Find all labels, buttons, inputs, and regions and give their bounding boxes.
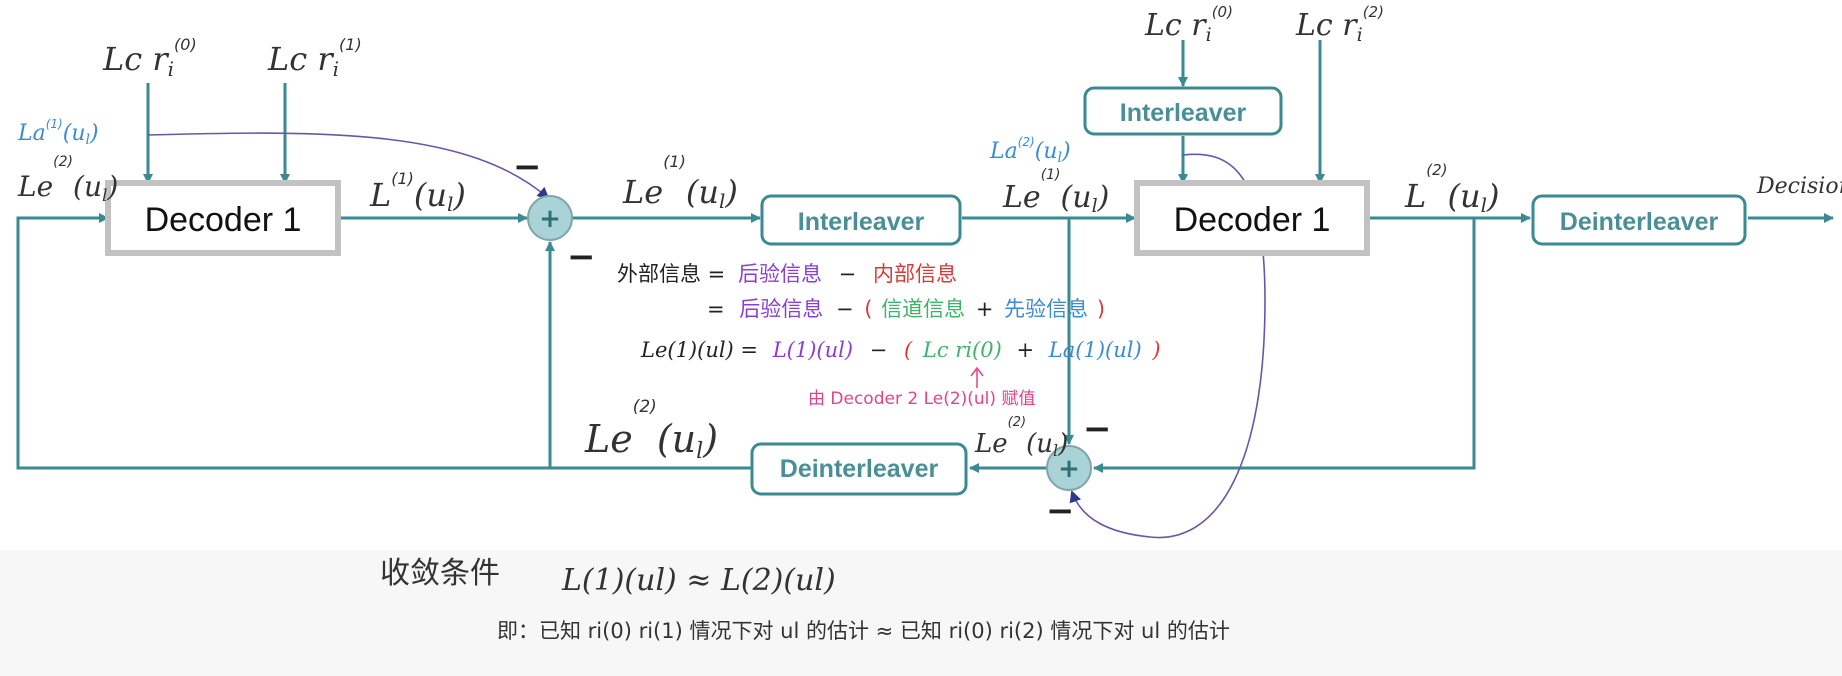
plus-icon: + xyxy=(1058,454,1080,484)
decoder-a-label: Decoder 1 xyxy=(145,201,302,239)
le1-right-label: Le(1)(ul) xyxy=(1002,167,1109,217)
curve-to-bottom-sum xyxy=(1069,153,1266,539)
feedback-loop-line xyxy=(16,213,755,470)
deinterleaver-bottom-label: Deinterleaver xyxy=(780,455,939,483)
decision-label: Decision xyxy=(1756,174,1842,199)
input-r1-left-label: Lc ri(1) xyxy=(267,35,362,81)
plus-icon: + xyxy=(539,204,561,234)
deinterleaver-bottom-block: Deinterleaver xyxy=(750,442,968,496)
decoder-a-block: Decoder 1 xyxy=(105,180,341,256)
minus-sign-bottom-right: − xyxy=(1083,409,1112,449)
decoder-b-block: Decoder 1 xyxy=(1134,180,1370,256)
le2-bottom-label: Le(2)(ul) xyxy=(974,415,1068,460)
interleaver-top-label: Interleaver xyxy=(1120,99,1247,127)
l2-output-label: L(2)(ul) xyxy=(1404,161,1499,217)
input-r2-right-label: Lc ri(2) xyxy=(1295,3,1384,46)
le1-mid-label: Le(1)(ul) xyxy=(622,152,738,213)
internal-info-curves xyxy=(147,132,1266,539)
extrinsic-info-notes: 外部信息 = 后验信息 − 内部信息 = 后验信息 − ( 信道信息 + 先验信… xyxy=(617,262,1161,409)
note-line-4: 由 Decoder 2 Le(2)(ul) 赋值 xyxy=(808,389,1035,409)
le2-feedback-label: Le(2)(ul) xyxy=(584,397,718,464)
note-line-1: 外部信息 = 后验信息 − 内部信息 xyxy=(617,262,957,286)
le2-left-label: Le(2)(ul) xyxy=(17,154,118,206)
deinterleaver-right-block: Deinterleaver xyxy=(1531,194,1747,246)
convergence-band xyxy=(0,550,1842,676)
minus-signs: − − − − xyxy=(513,147,1112,531)
input-r0-right-label: Lc ri(0) xyxy=(1144,3,1233,46)
minus-sign-bottom-left: − xyxy=(1046,491,1075,531)
interleaver-mid-block: Interleaver xyxy=(760,194,962,246)
convergence-title: 收敛条件 xyxy=(380,556,500,591)
minus-sign-top-right: − xyxy=(567,237,596,277)
convergence-explain: 即：已知 ri(0) ri(1) 情况下对 ul 的估计 ≈ 已知 ri(0) … xyxy=(497,619,1230,643)
signal-lines xyxy=(16,40,1834,473)
symbol-labels: Lc ri(0) Lc ri(1) Lc ri(0) Lc ri(2) La(1… xyxy=(17,3,1499,464)
interleaver-mid-label: Interleaver xyxy=(798,208,925,236)
minus-sign-top-left: − xyxy=(513,147,542,187)
la2-label: La(2)(ul) xyxy=(989,135,1071,166)
deinterleaver-right-label: Deinterleaver xyxy=(1560,208,1719,236)
sum-node-top: + xyxy=(527,195,573,241)
convergence-condition: L(1)(ul) ≈ L(2)(ul) xyxy=(561,563,836,598)
l1-output-label: L(1)(ul) xyxy=(369,169,466,216)
la1-label: La(1)(ul) xyxy=(17,117,99,148)
convergence-section: 收敛条件 L(1)(ul) ≈ L(2)(ul) 即：已知 ri(0) ri(1… xyxy=(380,556,1230,643)
input-r0-left-label: Lc ri(0) xyxy=(102,35,197,81)
note-line-2: = 后验信息 − ( 信道信息 + 先验信息 ) xyxy=(707,297,1105,321)
decoder-b-label: Decoder 1 xyxy=(1174,201,1331,239)
note-line-3: Le(1)(ul) = L(1)(ul) − ( Lc ri(0) + La(1… xyxy=(640,338,1161,362)
interleaver-top-block: Interleaver xyxy=(1083,86,1283,136)
note-pointer-arrow xyxy=(970,366,984,388)
output-to-bottom-sum-line xyxy=(1093,218,1476,473)
sum-node-bottom: + xyxy=(1046,445,1092,491)
curve-to-top-sum xyxy=(147,132,550,200)
